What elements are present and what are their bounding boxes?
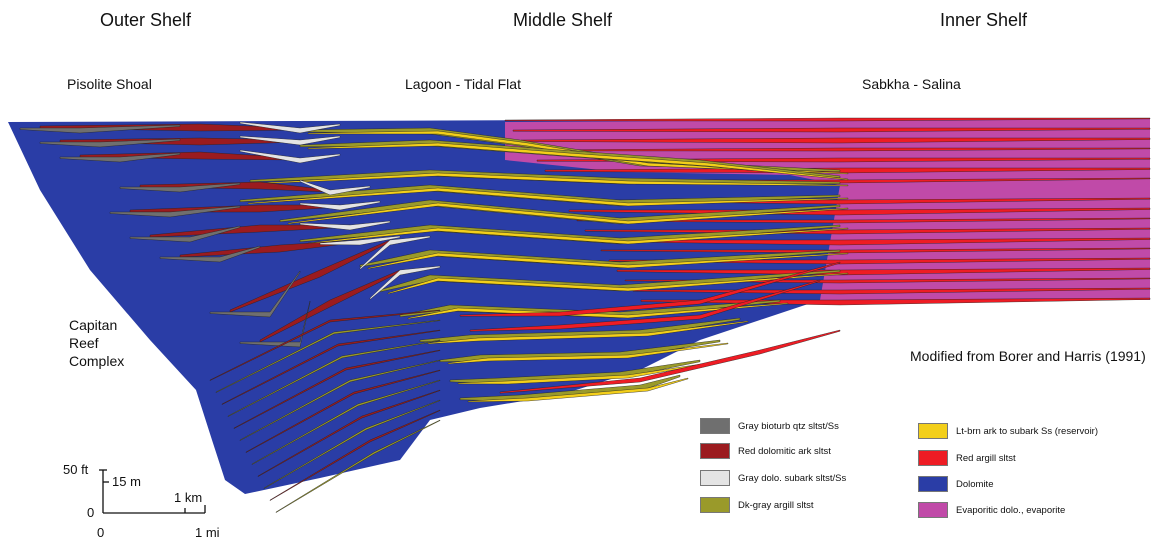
red-argill-band — [576, 217, 1151, 224]
legend-item-red-argill: Red argill sltst — [918, 450, 1016, 466]
scale-zero-v: 0 — [87, 505, 95, 520]
gray-bioturb-band — [239, 300, 311, 348]
deep-wedge-band — [263, 399, 441, 489]
legend-item-gray-bioturb: Gray bioturb qtz sltst/Ss — [700, 418, 839, 434]
strata-bands — [19, 117, 1151, 513]
deep-wedge-band — [245, 369, 441, 453]
deep-wedge-band — [275, 419, 441, 513]
lt-brn-ark-band — [427, 320, 749, 345]
source-credit: Modified from Borer and Harris (1991) — [910, 348, 1146, 364]
deep-wedge-band — [209, 309, 441, 381]
gray-dolo-band — [319, 235, 401, 246]
legend-swatch — [918, 476, 948, 492]
gray-dolo-band — [359, 235, 431, 270]
red-argill-band — [632, 287, 1151, 295]
capitan-reef-label: Capitan Reef Complex — [69, 316, 124, 370]
legend-swatch — [918, 450, 948, 466]
gray-bioturb-band — [209, 270, 301, 318]
deep-wedge-band — [221, 329, 441, 405]
legend-swatch — [700, 497, 730, 513]
dk-gray-argill-band — [359, 249, 841, 269]
legend-label: Dk-gray argill sltst — [738, 499, 814, 511]
env-sabkha-salina: Sabkha - Salina — [862, 76, 961, 92]
legend-swatch — [918, 423, 948, 439]
lt-brn-ark-band — [467, 377, 689, 403]
legend-label: Red argill sltst — [956, 452, 1016, 464]
legend-swatch — [700, 418, 730, 434]
dk-gray-argill-band — [439, 339, 721, 363]
gray-dolo-band — [299, 179, 371, 196]
gray-bioturb-band — [39, 138, 181, 148]
gray-dolo-band — [299, 200, 381, 211]
scale-50ft: 50 ft — [63, 462, 89, 477]
lt-brn-ark-band — [447, 342, 729, 365]
reef-label-line-3: Complex — [69, 353, 125, 369]
env-pisolite-shoal: Pisolite Shoal — [67, 76, 152, 92]
red-argill-band — [459, 261, 841, 317]
dk-gray-argill-band — [249, 169, 841, 185]
legend-item-gray-dolo: Gray dolo. subark sltst/Ss — [700, 470, 846, 486]
lt-brn-ark-band — [307, 142, 849, 181]
gray-dolo-band — [239, 121, 341, 134]
deep-wedge-band — [269, 409, 441, 501]
legend-swatch — [700, 443, 730, 459]
legend-label: Red dolomitic ark sltst — [738, 445, 831, 457]
lt-brn-ark-band — [247, 187, 849, 207]
dk-gray-argill-band — [239, 184, 841, 207]
legend-swatch — [700, 470, 730, 486]
gray-bioturb-band — [119, 182, 241, 193]
legend-item-lt-brn-ark: Lt-brn ark to subark Ss (reservoir) — [918, 423, 1098, 439]
legend-label: Gray bioturb qtz sltst/Ss — [738, 420, 839, 432]
dk-gray-argill-band — [419, 317, 741, 343]
red-argill-band — [640, 297, 1151, 306]
legend-label: Dolomite — [956, 478, 994, 490]
lt-brn-ark-band — [367, 252, 849, 270]
red-argill-band — [544, 167, 1151, 174]
env-lagoon-tidal-flat: Lagoon - Tidal Flat — [405, 76, 521, 92]
legend-swatch — [918, 502, 948, 518]
deep-wedge-band — [215, 319, 441, 393]
deep-wedge-band — [233, 349, 441, 429]
deep-wedge-band — [257, 389, 441, 477]
deep-wedge-band — [239, 359, 441, 441]
gray-bioturb-band — [109, 205, 241, 218]
lt-brn-ark-band — [407, 302, 789, 320]
zone-middle-shelf: Middle Shelf — [513, 10, 613, 30]
zone-inner-shelf: Inner Shelf — [940, 10, 1028, 30]
scale-zero-h: 0 — [97, 525, 105, 540]
reef-label-line-2: Reef — [69, 335, 99, 351]
lt-brn-ark-band — [387, 272, 849, 295]
scale-1mi: 1 mi — [195, 525, 220, 540]
lt-brn-ark-band — [287, 202, 849, 225]
gray-dolo-band — [369, 265, 441, 300]
legend-item-dolomite: Dolomite — [918, 476, 994, 492]
scale-15m: 15 m — [112, 474, 141, 489]
gray-dolo-band — [299, 220, 391, 231]
gray-bioturb-band — [159, 245, 261, 263]
red-argill-band — [469, 279, 821, 332]
gray-dolo-band — [239, 135, 341, 146]
red-argill-band — [624, 277, 1151, 284]
legend-label: Gray dolo. subark sltst/Ss — [738, 472, 847, 484]
lt-brn-ark-band — [307, 227, 849, 245]
legend-item-dk-gray-argill: Dk-gray argill sltst — [700, 497, 814, 513]
deep-wedge-band — [227, 339, 441, 417]
legend-item-red-dolomitic: Red dolomitic ark sltst — [700, 443, 831, 459]
gray-dolo-band — [239, 149, 341, 164]
red-argill-band — [499, 329, 841, 394]
legend-label: Evaporitic dolo., evaporite — [956, 504, 1066, 516]
gray-bioturb-band — [59, 152, 181, 163]
deep-wedge-band — [251, 379, 441, 465]
reef-label-line-1: Capitan — [69, 317, 118, 333]
legend-label: Lt-brn ark to subark Ss (reservoir) — [956, 425, 1099, 437]
scale-1km: 1 km — [174, 490, 203, 505]
red-argill-band — [512, 127, 1151, 133]
legend-item-evaporitic: Evaporitic dolo., evaporite — [918, 502, 1065, 518]
zone-outer-shelf: Outer Shelf — [100, 10, 192, 30]
gray-bioturb-band — [19, 124, 181, 134]
red-argill-band — [504, 117, 1151, 122]
lt-brn-ark-band — [257, 172, 849, 187]
gray-bioturb-band — [129, 225, 241, 243]
